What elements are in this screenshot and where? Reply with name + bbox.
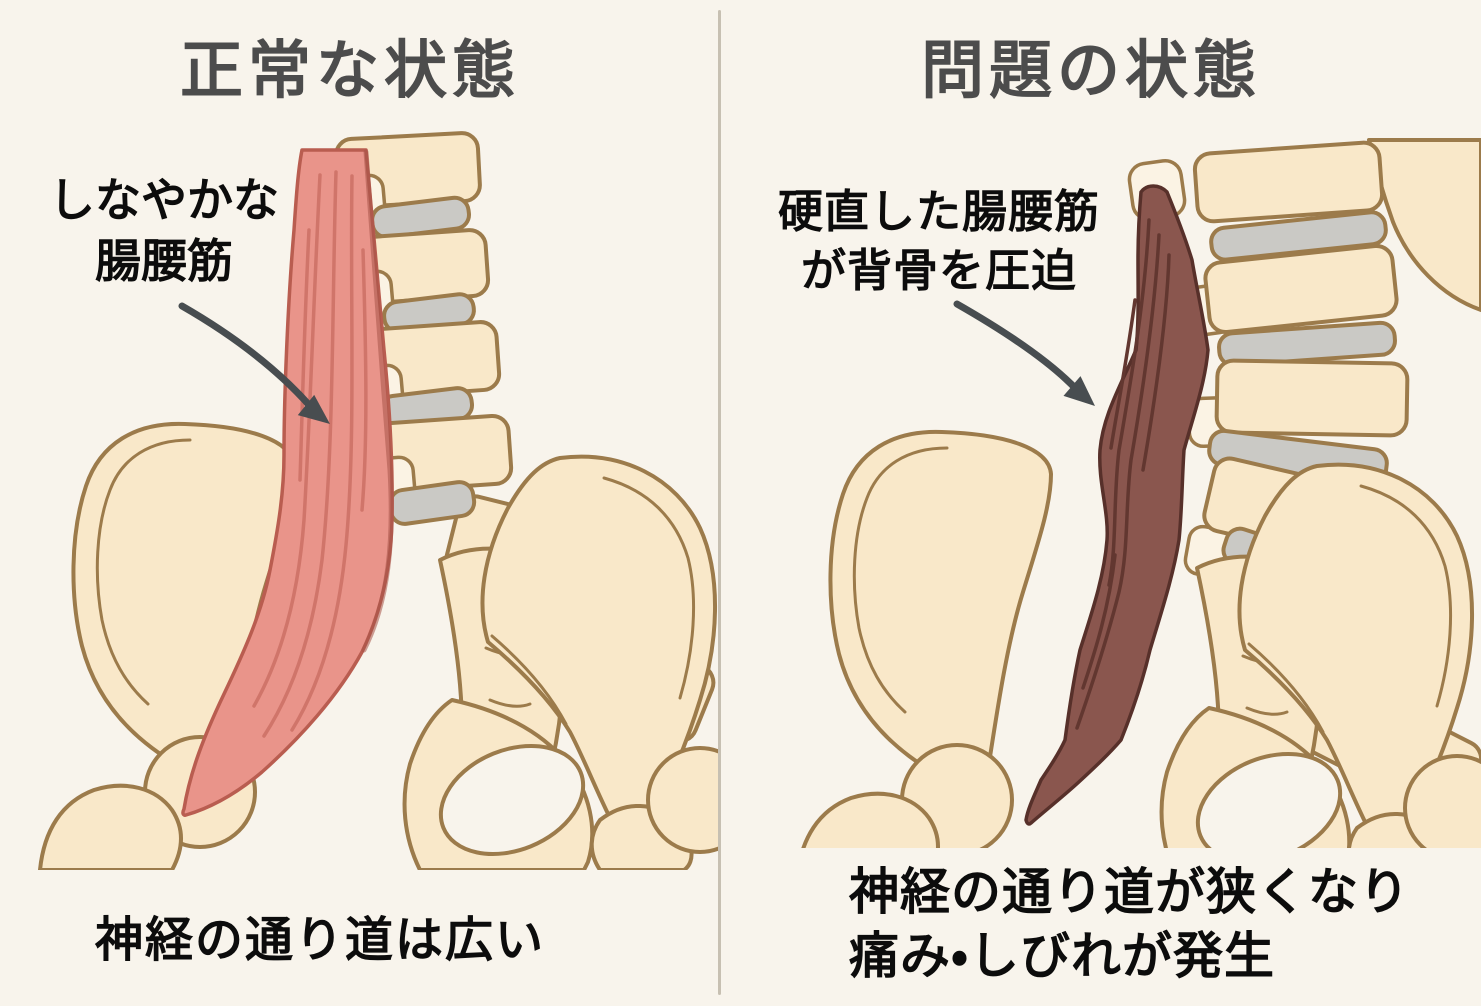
right-iliac-wing xyxy=(1237,462,1474,848)
illustration-problem-anatomy xyxy=(801,138,1481,848)
left-femur xyxy=(801,791,940,848)
annotation-line-1: 硬直した腸腰筋 xyxy=(777,186,1100,237)
caption-normal: 神経の通り道は広い xyxy=(94,914,545,967)
panel-problem-state: 問題の状態 硬直した腸腰筋 が背骨を圧迫 神経の通り道が狭くなり 痛み・しびれが… xyxy=(741,0,1481,1006)
panel-title-normal: 正常な状態 xyxy=(180,36,520,106)
annotation-label-normal: しなやかな 腸腰筋 xyxy=(28,170,300,291)
caption-line-2: 痛み・しびれが発生 xyxy=(849,928,1275,984)
obturator-foramen xyxy=(438,743,586,857)
right-femur-head xyxy=(1403,754,1481,848)
panel-divider xyxy=(718,10,721,995)
annotation-line-2: が背骨を圧迫 xyxy=(800,244,1077,296)
annotation-line-2: 腸腰筋 xyxy=(95,234,233,287)
obturator-foramen xyxy=(1195,751,1343,848)
annotation-arrow xyxy=(178,302,330,424)
annotation-label-problem: 硬直した腸腰筋 が背骨を圧迫 xyxy=(755,183,1123,300)
left-femur xyxy=(38,783,183,870)
right-femur-head xyxy=(646,746,718,854)
annotation-line-1: しなやかな xyxy=(49,174,279,226)
panel-title-problem: 問題の状態 xyxy=(921,36,1261,106)
caption-problem: 神経の通り道が狭くなり 痛み・しびれが発生 xyxy=(849,860,1410,988)
annotation-arrow xyxy=(953,300,1095,406)
panel-normal-state: 正常な状態 しなやかな 腸腰筋 神経の通り道は広い xyxy=(0,0,718,1006)
illustration-normal-anatomy xyxy=(38,131,718,870)
caption-line-1: 神経の通り道が狭くなり xyxy=(849,864,1410,920)
psoas-muscle-stiff xyxy=(1024,184,1210,826)
pelvis xyxy=(801,429,1481,848)
psoas-muscle-flexible xyxy=(181,148,394,817)
